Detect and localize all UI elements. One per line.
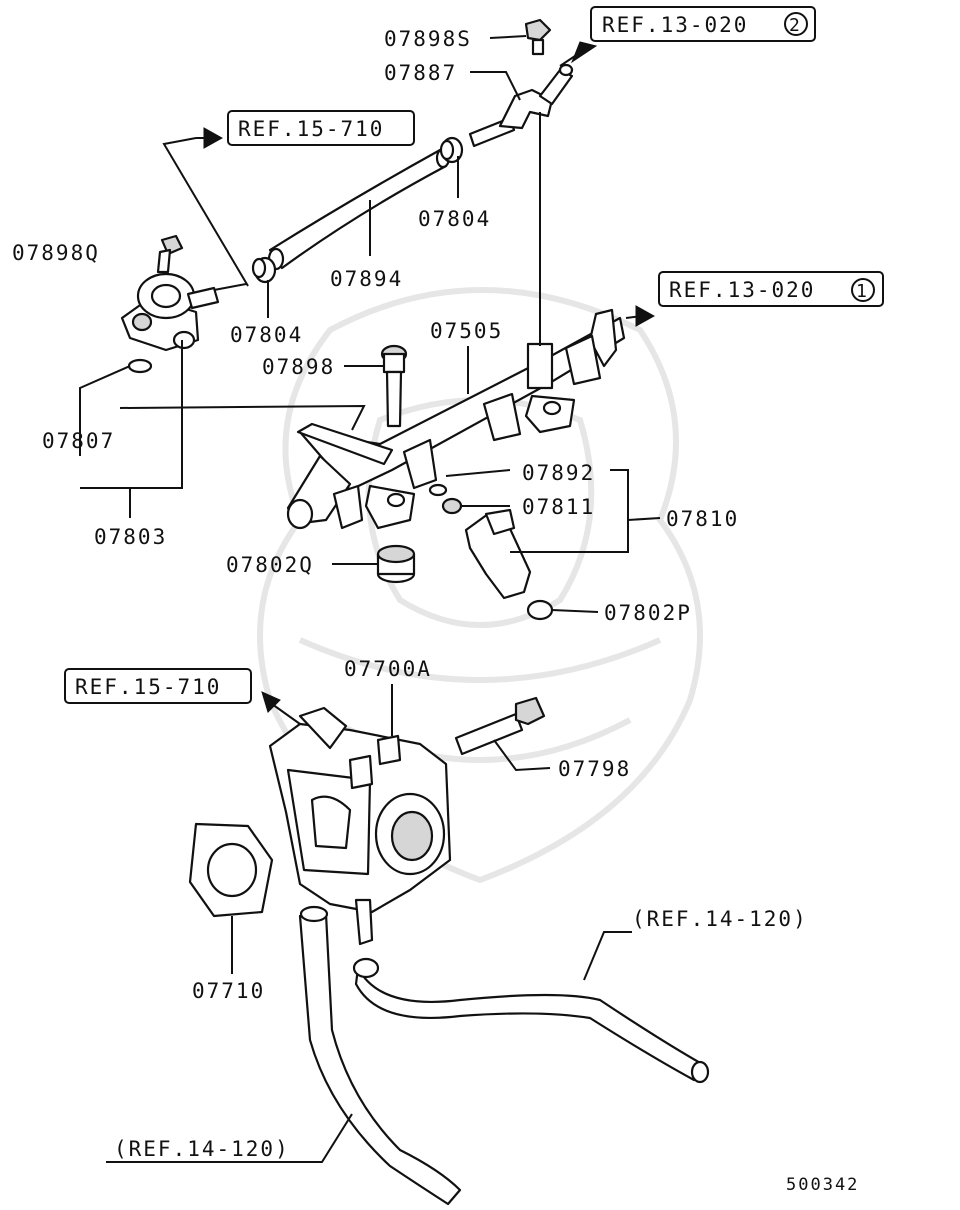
label-07802P[interactable]: 07802P bbox=[604, 601, 692, 625]
label-07710[interactable]: 07710 bbox=[192, 979, 265, 1003]
label-07898Q[interactable]: 07898Q bbox=[12, 241, 100, 265]
arrow-icon bbox=[625, 305, 656, 327]
o-ring-07892 bbox=[428, 483, 448, 497]
label-07811[interactable]: 07811 bbox=[522, 495, 595, 519]
part-labels: 07898S 07887 07804 07898Q 07894 07804 07… bbox=[12, 27, 739, 1003]
bolt-07898Q bbox=[156, 234, 184, 274]
leader-lines bbox=[79, 35, 661, 1163]
svg-text:2: 2 bbox=[789, 15, 800, 36]
svg-text:REF.13-020: REF.13-020 bbox=[669, 278, 815, 302]
label-07894[interactable]: 07894 bbox=[330, 267, 403, 291]
arrow-icon bbox=[196, 127, 224, 149]
label-07898[interactable]: 07898 bbox=[262, 355, 335, 379]
insulator-07802Q bbox=[376, 544, 416, 584]
ref-13-020-1[interactable]: REF.13-020 1 bbox=[658, 271, 884, 307]
label-07892[interactable]: 07892 bbox=[522, 461, 595, 485]
ref-14-120-right[interactable]: (REF.14-120) bbox=[632, 907, 808, 931]
label-07807[interactable]: 07807 bbox=[42, 429, 115, 453]
label-07802Q[interactable]: 07802Q bbox=[226, 553, 314, 577]
label-07804-upper[interactable]: 07804 bbox=[418, 207, 491, 231]
svg-text:REF.13-020: REF.13-020 bbox=[602, 13, 748, 37]
fuel-pipe-bracket-07887 bbox=[468, 63, 574, 148]
svg-text:REF.15-710: REF.15-710 bbox=[75, 675, 221, 699]
grommet-07802P bbox=[526, 599, 554, 621]
ref-14-120-left[interactable]: (REF.14-120) bbox=[114, 1137, 290, 1161]
label-07798[interactable]: 07798 bbox=[558, 757, 631, 781]
ref-15-710-mid[interactable]: REF.15-710 bbox=[64, 668, 252, 704]
bolt-07898S bbox=[524, 18, 552, 56]
injector-assembly-07810 bbox=[428, 483, 554, 621]
label-07803[interactable]: 07803 bbox=[94, 525, 167, 549]
bolt-07798 bbox=[454, 696, 546, 756]
label-07898S[interactable]: 07898S bbox=[384, 27, 472, 51]
label-07505[interactable]: 07505 bbox=[430, 319, 503, 343]
ref-13-020-2[interactable]: REF.13-020 2 bbox=[590, 6, 816, 42]
label-07887[interactable]: 07887 bbox=[384, 61, 457, 85]
fuel-rail-07505 bbox=[286, 308, 626, 530]
label-07804-lower[interactable]: 07804 bbox=[230, 323, 303, 347]
label-07700A[interactable]: 07700A bbox=[344, 657, 432, 681]
bolt-07898 bbox=[380, 344, 408, 428]
label-07810[interactable]: 07810 bbox=[666, 507, 739, 531]
water-hose-left bbox=[298, 905, 462, 1206]
hose-clamp-07804-lower bbox=[251, 256, 277, 284]
arrow-icon bbox=[559, 41, 598, 67]
o-ring-07811 bbox=[441, 497, 463, 515]
o-ring-07807 bbox=[127, 358, 153, 374]
diagram-number: 500342 bbox=[786, 1175, 859, 1195]
hose-clamp-07804-upper bbox=[439, 136, 464, 164]
arrow-icon bbox=[261, 691, 301, 725]
pressure-regulator-07803 bbox=[120, 272, 220, 352]
svg-text:1: 1 bbox=[856, 281, 867, 302]
gasket-07710 bbox=[188, 822, 274, 918]
ref-15-710-top[interactable]: REF.15-710 bbox=[227, 110, 415, 146]
svg-text:REF.15-710: REF.15-710 bbox=[238, 117, 384, 141]
throttle-body-07700A bbox=[268, 706, 452, 946]
water-hose-right bbox=[352, 957, 710, 1084]
